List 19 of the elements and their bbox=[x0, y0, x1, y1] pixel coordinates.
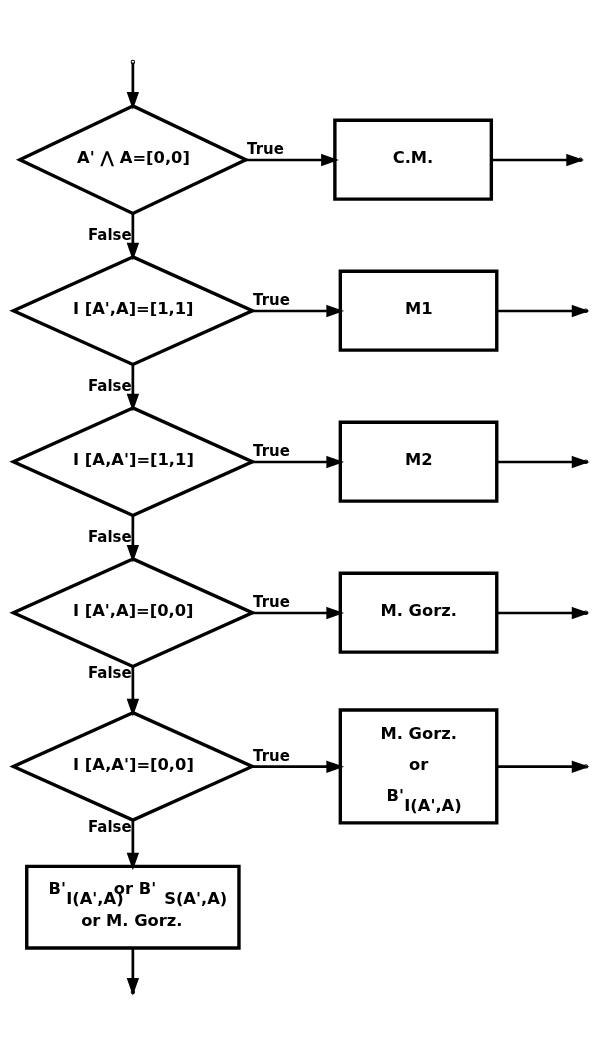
arrow bbox=[251, 760, 345, 773]
arrow bbox=[245, 153, 339, 167]
arrow bbox=[126, 62, 140, 110]
arrow bbox=[126, 666, 140, 717]
node-box: M1 bbox=[338, 269, 499, 352]
arrow bbox=[126, 213, 140, 261]
edge-label: False bbox=[87, 225, 132, 244]
node-box: C.M. bbox=[333, 118, 494, 201]
edge-label: True bbox=[247, 140, 284, 159]
node-box: M2 bbox=[338, 420, 499, 503]
node-box: M. Gorz. bbox=[338, 571, 499, 654]
arrow bbox=[126, 515, 140, 563]
arrow bbox=[126, 820, 140, 871]
edge-label: False bbox=[87, 376, 132, 395]
arrow bbox=[126, 364, 140, 412]
edge-label: False bbox=[87, 527, 132, 546]
arrow bbox=[251, 304, 345, 318]
arrow bbox=[251, 606, 345, 620]
arrow bbox=[251, 455, 345, 469]
